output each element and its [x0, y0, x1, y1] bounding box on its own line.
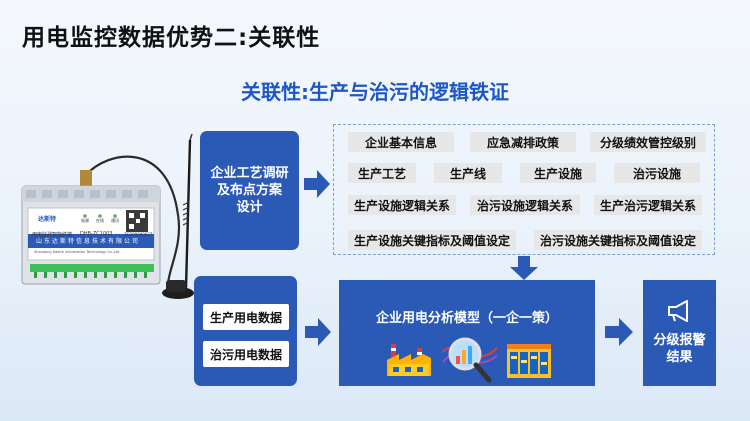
power-data-box: 生产用电数据 治污用电数据 — [194, 276, 297, 386]
enterprise-info-panel — [333, 124, 715, 255]
analysis-chart-icon — [441, 332, 499, 386]
info-chip-production-logic: 生产设施逻辑关系 — [348, 195, 456, 215]
info-chip-production-line: 生产线 — [434, 163, 502, 183]
device-serial: ZC000000027 — [124, 232, 153, 237]
device-company-en: Shandong Dasite Information Technology C… — [34, 250, 120, 254]
device-label-power: 电源 — [81, 218, 89, 223]
info-chip-pollution-threshold: 治污设施关键指标及阈值设定 — [534, 230, 702, 250]
factory-icon — [387, 342, 431, 376]
info-chip-production-pollution-logic: 生产治污逻辑关系 — [594, 195, 702, 215]
facility-icon — [507, 344, 551, 378]
info-chip-emergency-policy: 应急减排政策 — [470, 132, 576, 152]
alarm-result-label: 分级报警 结果 — [643, 332, 716, 366]
analysis-model-box: 企业用电分析模型（一企一策） — [339, 280, 595, 386]
monitoring-device: 达斯特 用电监测智能终端 DHB-ZC1003 电源 在线 通讯 ZC00000… — [18, 130, 208, 310]
info-chip-production-threshold: 生产设施关键指标及阈值设定 — [348, 230, 516, 250]
device-company: 山东达斯特信息技术有限公司 — [36, 238, 141, 245]
info-chip-pollution-logic: 治污设施逻辑关系 — [470, 195, 580, 215]
research-box: 企业工艺调研 及布点方案 设计 — [200, 131, 299, 250]
device-model: DHB-ZC1003 — [80, 231, 113, 237]
device-label-comm: 通讯 — [111, 218, 119, 223]
page-subtitle: 关联性:生产与治污的逻辑铁证 — [241, 80, 509, 104]
arrow-info-to-model — [510, 256, 538, 280]
pollution-power-data: 治污用电数据 — [203, 341, 289, 367]
info-chip-pollution-facility: 治污设施 — [614, 163, 700, 183]
device-brand: 达斯特 — [38, 216, 57, 223]
info-chip-production-process: 生产工艺 — [348, 163, 416, 183]
research-line-3: 设计 — [236, 200, 263, 215]
alarm-line-1: 分级报警 — [653, 333, 706, 348]
megaphone-icon — [667, 300, 693, 322]
analysis-model-label: 企业用电分析模型（一企一策） — [375, 311, 558, 326]
device-label-online: 在线 — [96, 218, 104, 223]
alarm-line-2: 结果 — [666, 350, 693, 365]
arrow-research-to-info — [304, 170, 330, 198]
arrow-data-to-model — [305, 318, 331, 346]
arrow-model-to-alarm — [605, 318, 633, 346]
research-line-2: 及布点方案 — [216, 183, 282, 198]
research-line-1: 企业工艺调研 — [210, 166, 289, 181]
page-title: 用电监控数据优势二:关联性 — [22, 25, 321, 51]
info-chip-performance-level: 分级绩效管控级别 — [590, 132, 706, 152]
production-power-data: 生产用电数据 — [203, 304, 289, 330]
alarm-result-box: 分级报警 结果 — [643, 280, 716, 386]
info-chip-production-facility: 生产设施 — [520, 163, 596, 183]
info-chip-enterprise-basic: 企业基本信息 — [348, 132, 454, 152]
device-product: 用电监测智能终端 — [32, 232, 73, 238]
